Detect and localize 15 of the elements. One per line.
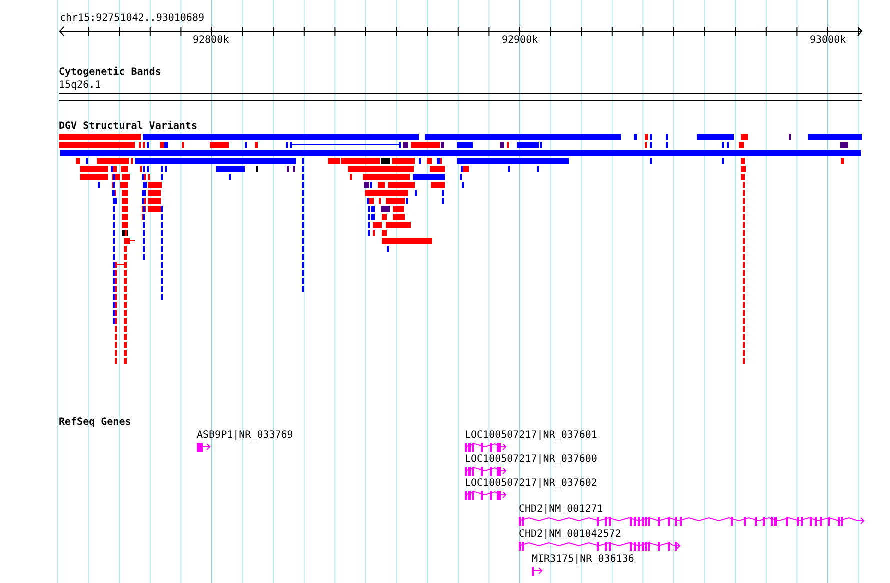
tick-label: 92900k <box>502 35 538 47</box>
tick-label: 92800k <box>193 35 230 47</box>
band-label: 15q26.1 <box>59 80 102 92</box>
track-title: RefSeq Genes <box>59 417 132 429</box>
gene-label: CHD2|NM_001271 <box>519 504 604 516</box>
gene-label: MIR3175|NR_036136 <box>532 554 634 566</box>
gene-label: CHD2|NM_001042572 <box>519 529 622 541</box>
tick-label: 93000k <box>810 35 846 47</box>
track-title: Cytogenetic Bands <box>59 67 162 79</box>
gene-label: LOC100507217|NR_037602 <box>465 478 598 490</box>
gene-label: LOC100507217|NR_037601 <box>465 430 598 442</box>
gene-label: ASB9P1|NR_033769 <box>197 430 294 442</box>
coordinate-label: chr15:92751042..93010689 <box>60 13 204 25</box>
track-title: DGV Structural Variants <box>59 121 198 133</box>
gene-label: LOC100507217|NR_037600 <box>465 454 598 466</box>
